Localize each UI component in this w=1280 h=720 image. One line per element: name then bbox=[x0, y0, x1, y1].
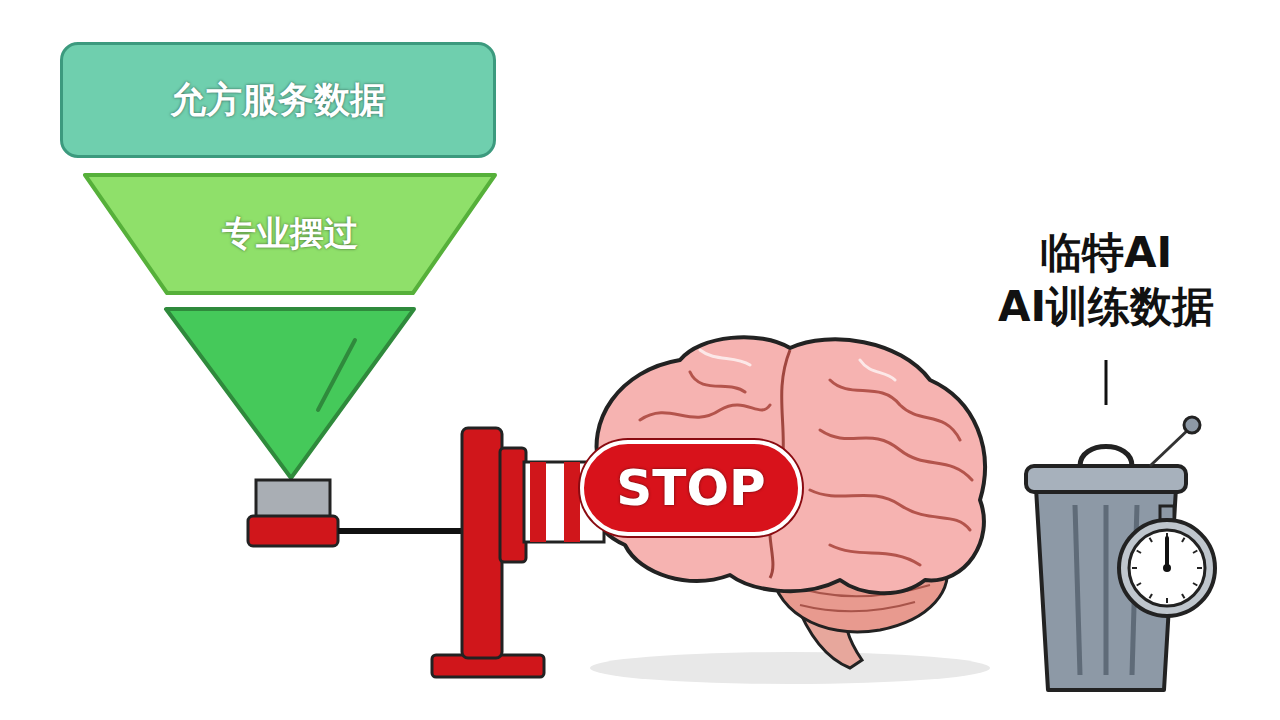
node-text: 专业摆过 bbox=[222, 211, 358, 257]
tick bbox=[1193, 583, 1197, 586]
tick bbox=[1132, 567, 1137, 569]
caption-label: AI训练数据 bbox=[975, 282, 1237, 332]
tick bbox=[1193, 551, 1197, 554]
stop-sign: STOP bbox=[580, 440, 802, 536]
trapezoid-shape bbox=[85, 175, 495, 293]
funnel-top-band: 允方服务数据 bbox=[60, 42, 496, 158]
leader-line bbox=[1105, 360, 1108, 405]
funnel-spout bbox=[256, 480, 330, 518]
arm-stripe bbox=[530, 462, 546, 542]
tick bbox=[1137, 583, 1141, 586]
stopwatch bbox=[1119, 506, 1215, 616]
funnel-middle-band: 专业摆过 bbox=[82, 172, 498, 296]
funnel-highlight bbox=[318, 340, 355, 410]
tick bbox=[1182, 538, 1185, 542]
funnel-cone bbox=[166, 309, 414, 478]
barrier-hinge bbox=[500, 448, 526, 562]
tick bbox=[1166, 598, 1168, 603]
tick bbox=[1182, 594, 1185, 598]
tick bbox=[1197, 567, 1202, 569]
tick bbox=[1150, 594, 1153, 598]
barrier-post bbox=[462, 428, 502, 658]
caption-label: 临特AI bbox=[975, 228, 1237, 278]
tick bbox=[1150, 538, 1153, 542]
node-text: STOP bbox=[616, 459, 765, 517]
arm-stripe bbox=[564, 462, 580, 542]
spout-valve bbox=[248, 516, 338, 546]
node-text: 允方服务数据 bbox=[170, 76, 386, 125]
tick bbox=[1137, 551, 1141, 554]
valve-rod bbox=[338, 528, 462, 534]
